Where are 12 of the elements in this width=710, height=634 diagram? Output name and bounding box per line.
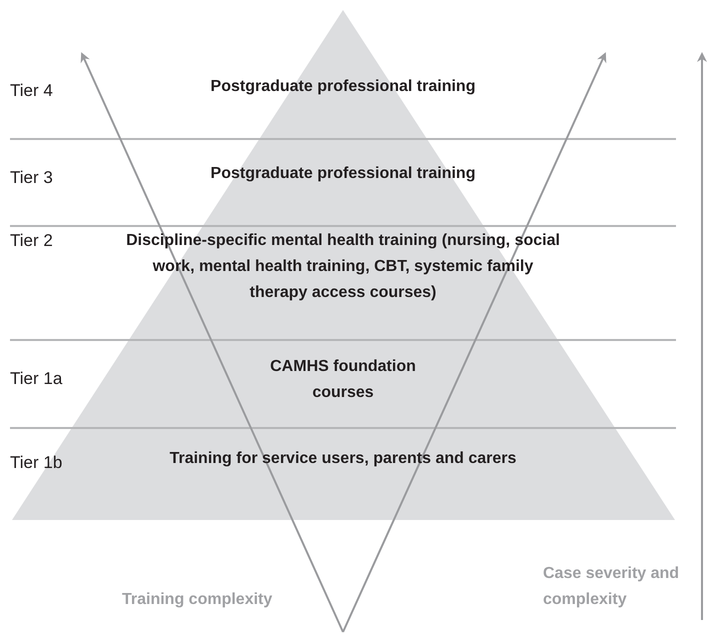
- tier-description: Postgraduate professional training: [210, 164, 476, 184]
- axis-label: Case severity and complexity: [543, 564, 680, 610]
- tier-description: Discipline-specific mental health training (nursing, social work, mental health training, CBT, systemic family therapy access courses): [125, 231, 561, 303]
- tier-description: Postgraduate professional training: [210, 76, 476, 96]
- tier-label: Tier 4: [10, 80, 53, 102]
- tier-label: Tier 1b: [10, 452, 62, 474]
- tier-label: Tier 1a: [10, 368, 62, 390]
- tier-description: CAMHS foundation courses: [269, 357, 417, 403]
- axis-label: Training complexity: [122, 590, 272, 610]
- tier-label: Tier 2: [10, 230, 53, 252]
- tier-description: Training for service users, parents and carers: [168, 449, 518, 469]
- tier-label: Tier 3: [10, 166, 53, 188]
